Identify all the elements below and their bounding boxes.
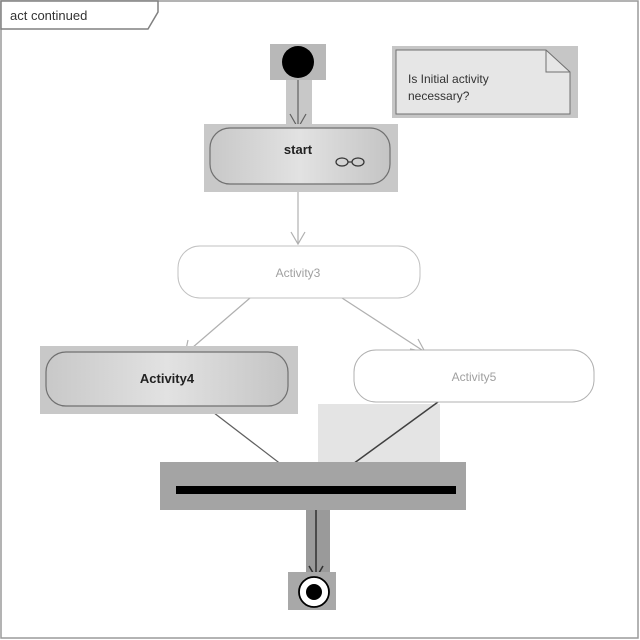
join-bar[interactable] (160, 462, 466, 510)
note-fold (545, 50, 570, 73)
note[interactable]: Is Initial activity necessary? (392, 46, 578, 118)
action-activity4-label: Activity4 (140, 371, 195, 386)
action-activity5[interactable]: Activity5 (353, 349, 595, 403)
final-node-inner (306, 584, 322, 600)
action-start-label: start (284, 142, 313, 157)
final-node[interactable] (288, 572, 336, 610)
rake-icon (335, 157, 365, 167)
edge-initial-start-shadow (286, 80, 312, 126)
action-activity5-label: Activity5 (452, 370, 497, 384)
frame-title: act continued (10, 8, 87, 23)
edge-start-activity3-arrow (290, 231, 306, 246)
action-activity5-box (353, 349, 595, 403)
action-activity4[interactable]: Activity4 (40, 346, 298, 414)
action-activity3[interactable]: Activity3 (177, 245, 421, 299)
note-line-1: Is Initial activity (408, 72, 489, 86)
note-body (395, 49, 571, 115)
action-activity3-label: Activity3 (276, 266, 321, 280)
initial-node[interactable] (270, 44, 326, 80)
frame-title-tab (0, 0, 159, 30)
edge-activity3-activity4 (184, 297, 251, 355)
action-activity3-box (177, 245, 421, 299)
action-start[interactable]: start (204, 124, 398, 192)
initial-node-circle (282, 46, 314, 78)
join-bar-line (176, 486, 456, 494)
edge-activity3-activity5 (341, 297, 426, 353)
note-line-2: necessary? (408, 89, 470, 103)
action-activity4-box (45, 351, 289, 407)
action-start-box (209, 127, 391, 185)
